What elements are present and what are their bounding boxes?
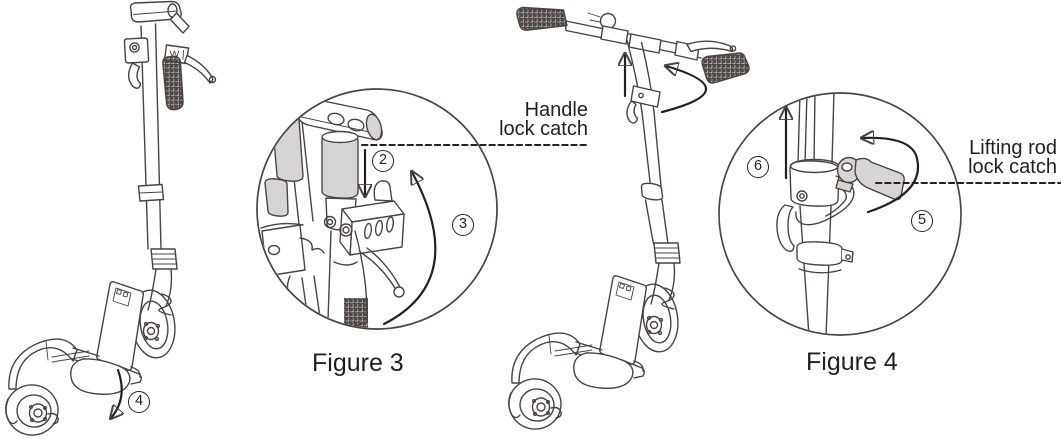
handle-lock-catch-label: Handle lock catch <box>499 99 588 140</box>
figure3-detail-circle <box>256 88 589 330</box>
step-marker-5: 5 <box>911 210 933 232</box>
step3-swing-arrow <box>382 172 437 326</box>
lifting-rod-lock-catch-label: Lifting rod lock catch <box>968 137 1057 178</box>
step-marker-2: 2 <box>372 150 394 172</box>
handle-swing-arrow <box>660 66 708 114</box>
step-marker-3: 3 <box>452 214 474 236</box>
fold-down-arrow <box>111 368 122 418</box>
unfolded-scooter-illustration <box>505 6 750 434</box>
step5-swing-arrow <box>862 138 920 214</box>
folded-scooter-illustration <box>2 0 217 440</box>
figure4-caption: Figure 4 <box>806 348 898 376</box>
step-marker-4: 4 <box>128 391 150 413</box>
figure3-caption: Figure 3 <box>312 349 404 377</box>
figure4-detail-circle <box>718 92 1061 336</box>
step-marker-6: 6 <box>747 156 769 178</box>
